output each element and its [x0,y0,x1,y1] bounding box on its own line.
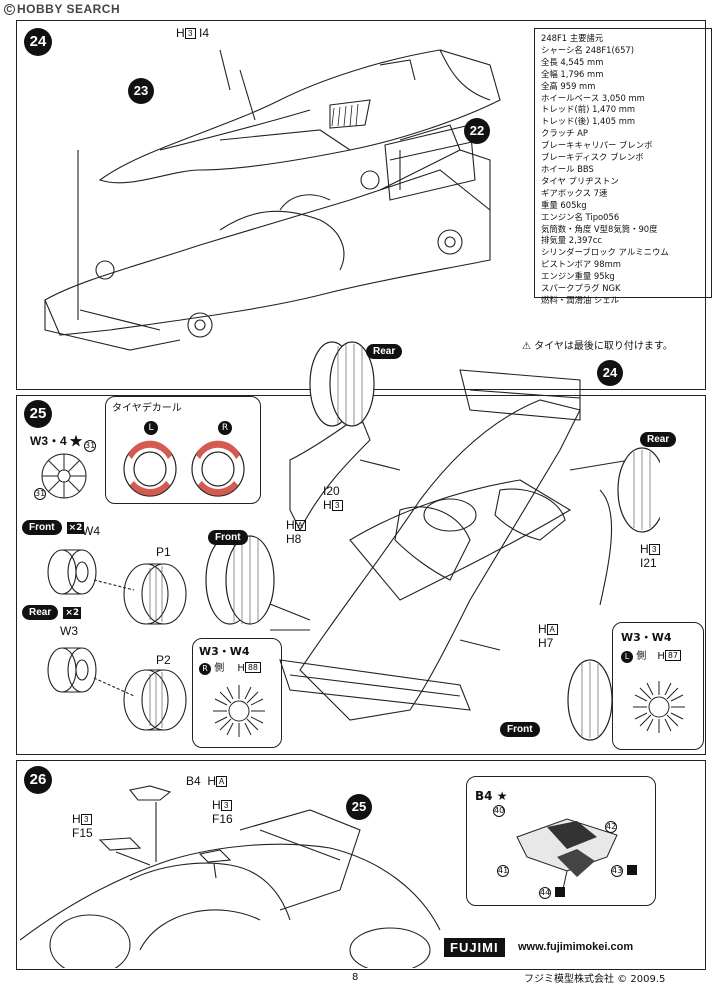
wheel-tire-exploded-illustration [47,549,187,731]
w34-wheel-illustration [41,453,87,499]
part-label-w4: W4 [82,524,100,538]
part-label-p2: P2 [156,653,171,667]
step-25-car-illustration [205,341,660,741]
spec-line: クラッチ AP [541,128,588,139]
step-26-panel [16,760,706,970]
rear-tag: Rear [22,605,59,620]
spec-line: シャーシ名 248F1(657) [541,44,635,55]
spec-line: トレッド(後) 1,405 mm [541,116,636,127]
w3w4-left-title: W3・W4 [621,631,672,644]
step-26-car-illustration [20,785,441,968]
star-icon: ★ [496,789,508,803]
wheel-nut-icon [633,681,685,733]
part-label-w3: W3 [60,624,78,638]
spec-line: タイヤ ブリヂストン [541,175,619,186]
spec-line: ギアボックス 7速 [541,187,608,198]
page-number: 8 [352,972,359,983]
spec-line: ホイールベース 3,050 mm [541,92,645,103]
step-number-25: 25 [24,400,52,428]
spec-line: ブレーキキャリパー ブレンボ [541,140,653,151]
spec-line: 全長 4,545 mm [541,56,604,67]
part-label-p1: P1 [156,545,171,559]
spec-title: 248F1 主要諸元 [541,33,604,43]
sticker-43: 43 [611,865,623,877]
callout-22: 22 [464,118,490,144]
spec-line: 燃料・潤滑油 シェル [541,294,620,305]
callout-24: 24 [597,360,623,386]
decal-left-mark: L [144,421,158,435]
spec-line: 排気量 2,397cc [541,235,602,246]
website-url[interactable]: www.fujimimokei.com [518,941,634,953]
front-tag-left: Front [208,530,248,545]
front-tag-bottom: Front [500,722,540,737]
warning-icon: ⚠ [522,341,531,352]
spec-line: ブレーキディスク ブレンボ [541,152,644,163]
fujimi-logo: FUJIMI [444,938,505,957]
tire-decal-box: タイヤデカール L R [105,396,261,504]
spec-line: トレッド(前) 1,470 mm [541,104,636,115]
front-tag: Front [22,520,62,535]
rear-tag-right: Rear [640,432,677,447]
b4-detail-illustration [516,818,618,890]
spec-line: 全幅 1,796 mm [541,68,604,79]
spec-line: 重量 605kg [541,199,587,210]
spec-line: スパークプラグ NGK [541,283,621,294]
callout-25: 25 [346,794,372,820]
spec-line: 気筒数・角度 V型8気筒・90度 [541,223,658,234]
wheel-nut-icon [213,685,265,737]
x2-badge: ×2 [63,607,82,619]
rear-tag-group: Rear ×2 [22,600,82,620]
spec-line: エンジン重量 95kg [541,271,615,282]
sticker-41: 41 [497,865,509,877]
sticker-40: 40 [493,805,505,817]
sticker-44: 44 [539,887,551,899]
spec-line: ピストンボア 98mm [541,259,621,270]
front-tag-group: Front ×2 [22,515,85,535]
w3w4-right-title: W3・W4 [199,645,250,658]
tire-decal-title: タイヤデカール [112,403,182,414]
spec-line: エンジン名 Tipo056 [541,211,620,222]
b4-detail-label: B4 ★ [475,789,508,803]
x2-badge: ×2 [66,522,85,534]
step-24-car-illustration [44,49,501,351]
sticker-42: 42 [605,821,617,833]
spec-table: 248F1 主要諸元 シャーシ名 248F1(657) 全長 4,545 mm … [534,28,712,305]
color-chip-43 [627,865,637,875]
decal-right-mark: R [218,421,232,435]
tire-note: ⚠ タイヤは最後に取り付けます。 [522,341,673,352]
spec-line: シリンダーブロック アルミニウム [541,247,669,258]
sticker-31-b: 31 [34,488,46,500]
w34-label: W3・4 ★ [30,434,83,448]
callout-23: 23 [128,78,154,104]
step-number-26: 26 [24,766,52,794]
color-chip-44 [555,887,565,897]
star-icon: ★ [70,434,83,448]
step-number-24: 24 [24,28,52,56]
spec-line: 全高 959 mm [541,80,596,91]
rear-tag-top: Rear [366,344,403,359]
b4-detail-box: B4 ★ 40 41 42 43 44 [466,776,656,906]
sticker-31: 31 [84,440,96,452]
footer-copyright: フジミ模型株式会社 © 2009.5 [524,974,666,985]
tire-decal-illustration [123,440,245,497]
spec-line: ホイール BBS [541,163,594,174]
